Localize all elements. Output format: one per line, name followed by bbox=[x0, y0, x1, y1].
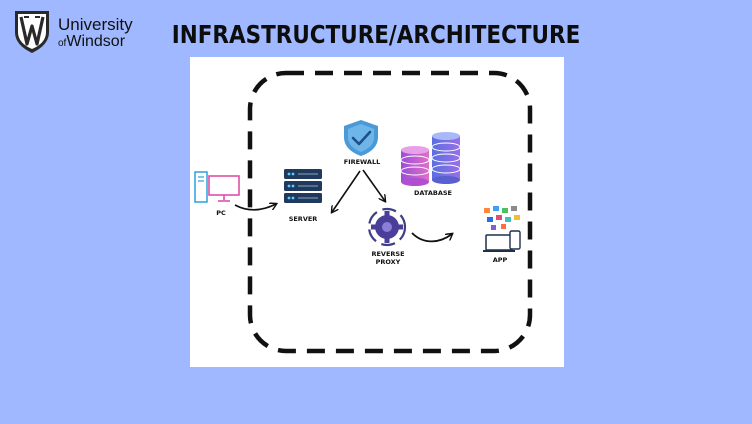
reverse-proxy-gear-icon bbox=[367, 207, 407, 247]
infrastructure-boundary bbox=[247, 70, 533, 354]
database-label: DATABASE bbox=[414, 189, 452, 197]
university-logo: University ofWindsor bbox=[12, 8, 152, 56]
reverse-proxy-label-line1: REVERSE bbox=[371, 250, 405, 258]
logo-windsor-text: ofWindsor bbox=[58, 33, 125, 51]
page-title: INFRASTRUCTURE/ARCHITECTURE bbox=[171, 20, 581, 49]
app-label: APP bbox=[492, 256, 508, 264]
shield-crest-icon bbox=[15, 11, 49, 53]
arrow-pc-to-server bbox=[234, 204, 276, 211]
server-label: SERVER bbox=[288, 215, 318, 223]
arrow-firewall-to-proxy bbox=[362, 169, 385, 201]
arrow-firewall-to-server bbox=[332, 170, 361, 212]
logo-university-text: University bbox=[58, 15, 133, 34]
architecture-diagram: PC SERVER FIREWALL DATABASE REVERSE PROX… bbox=[190, 57, 564, 367]
firewall-shield-icon bbox=[344, 120, 378, 156]
server-icon bbox=[284, 169, 322, 203]
arrow-proxy-to-app bbox=[411, 232, 452, 243]
reverse-proxy-label-line2: PROXY bbox=[375, 258, 401, 266]
database-icon bbox=[400, 132, 461, 186]
pc-label: PC bbox=[216, 209, 226, 217]
logo-of-text: of bbox=[58, 38, 67, 49]
firewall-label: FIREWALL bbox=[343, 158, 381, 166]
reverse-proxy-label: REVERSE PROXY bbox=[363, 250, 413, 266]
logo-windsor-word: Windsor bbox=[66, 33, 126, 50]
pc-icon bbox=[194, 171, 240, 203]
app-devices-icon bbox=[483, 206, 521, 252]
